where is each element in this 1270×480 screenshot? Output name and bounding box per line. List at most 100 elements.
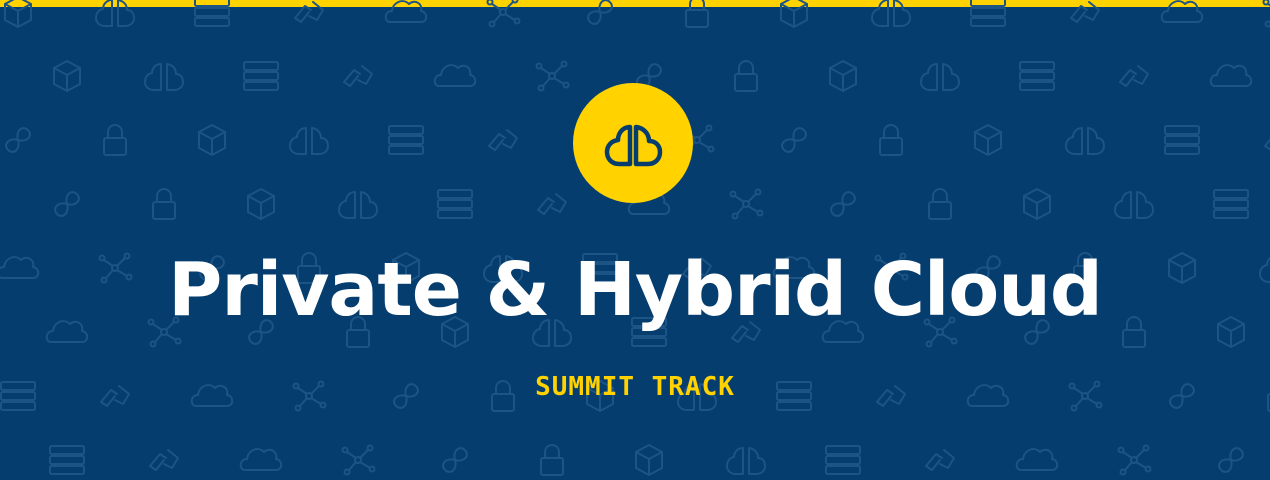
cloud-icon bbox=[1160, 0, 1204, 23]
infinity-icon bbox=[1024, 319, 1050, 345]
infinity-icon bbox=[5, 127, 31, 153]
split-cloud-icon bbox=[726, 447, 766, 475]
cloud-icon bbox=[772, 256, 816, 279]
broken-link-icon bbox=[149, 449, 179, 471]
cloud-icon bbox=[1015, 448, 1059, 471]
cube-icon bbox=[441, 316, 469, 348]
network-nodes-icon bbox=[923, 316, 958, 348]
broken-link-icon bbox=[294, 1, 324, 23]
cloud-icon bbox=[1209, 64, 1253, 87]
split-cloud-icon bbox=[920, 63, 960, 91]
broken-link-icon bbox=[1070, 1, 1100, 23]
server-stack-icon bbox=[0, 381, 36, 411]
broken-link-icon bbox=[1119, 65, 1149, 87]
infinity-icon bbox=[1218, 447, 1244, 473]
infinity-icon bbox=[587, 0, 613, 25]
lock-icon bbox=[928, 188, 952, 220]
cloud-icon bbox=[433, 64, 477, 87]
lock-icon bbox=[297, 252, 321, 284]
cube-icon bbox=[392, 252, 420, 284]
server-stack-icon bbox=[243, 61, 279, 91]
cloud-icon bbox=[966, 384, 1010, 407]
split-cloud-icon bbox=[95, 0, 135, 27]
network-nodes-icon bbox=[1262, 0, 1270, 28]
infinity-icon bbox=[442, 447, 468, 473]
network-nodes-icon bbox=[486, 0, 521, 28]
lock-icon bbox=[685, 0, 709, 28]
cube-icon bbox=[829, 60, 857, 92]
cloud-icon bbox=[821, 320, 865, 343]
server-stack-icon bbox=[776, 381, 812, 411]
infinity-icon bbox=[248, 319, 274, 345]
lock-icon bbox=[491, 380, 515, 412]
infinity-icon bbox=[781, 127, 807, 153]
cube-icon bbox=[635, 444, 663, 476]
split-cloud-icon bbox=[1114, 191, 1154, 219]
cube-icon bbox=[247, 188, 275, 220]
cloud-icon bbox=[190, 384, 234, 407]
split-cloud-icon bbox=[677, 383, 717, 411]
server-stack-icon bbox=[1213, 189, 1249, 219]
network-nodes-icon bbox=[1117, 444, 1152, 476]
cloud-icon bbox=[45, 320, 89, 343]
network-nodes-icon bbox=[729, 188, 764, 220]
lock-icon bbox=[103, 124, 127, 156]
lock-icon bbox=[346, 316, 370, 348]
infinity-icon bbox=[1169, 383, 1195, 409]
broken-link-icon bbox=[925, 449, 955, 471]
server-stack-icon bbox=[49, 445, 85, 475]
network-nodes-icon bbox=[874, 252, 909, 284]
lock-icon bbox=[1267, 393, 1270, 412]
logo-badge bbox=[573, 83, 693, 203]
cloud-icon bbox=[0, 256, 40, 279]
split-cloud-icon bbox=[1259, 256, 1270, 283]
broken-link-icon bbox=[682, 257, 712, 279]
server-stack-icon bbox=[970, 0, 1006, 27]
server-stack-icon bbox=[631, 317, 667, 347]
track-label: SUMMIT TRACK bbox=[535, 372, 735, 402]
split-cloud-icon bbox=[144, 63, 184, 91]
lock-icon bbox=[152, 188, 176, 220]
network-nodes-icon bbox=[341, 444, 376, 476]
broken-link-icon bbox=[731, 321, 761, 343]
cube-icon bbox=[1023, 188, 1051, 220]
split-cloud-icon bbox=[483, 255, 523, 283]
network-nodes-icon bbox=[292, 380, 327, 412]
cube-icon bbox=[198, 124, 226, 156]
server-stack-icon bbox=[388, 125, 424, 155]
network-nodes-icon bbox=[535, 60, 570, 92]
network-nodes-icon bbox=[1068, 380, 1103, 412]
lock-icon bbox=[540, 444, 564, 476]
broken-link-icon bbox=[100, 385, 130, 407]
lock-icon bbox=[879, 124, 903, 156]
infinity-icon bbox=[54, 191, 80, 217]
broken-link-icon bbox=[1264, 138, 1270, 151]
cube-icon bbox=[1217, 316, 1245, 348]
split-cloud-icon bbox=[532, 319, 572, 347]
cloud-icon bbox=[384, 0, 428, 23]
split-cloud-icon bbox=[604, 124, 663, 167]
split-cloud-icon bbox=[1065, 127, 1105, 155]
cube-icon bbox=[1168, 252, 1196, 284]
track-title: Private & Hybrid Cloud bbox=[168, 247, 1103, 333]
cloud-icon bbox=[239, 448, 283, 471]
split-cloud-icon bbox=[289, 127, 329, 155]
cube-icon bbox=[4, 0, 32, 28]
top-accent-stripe bbox=[0, 0, 1270, 7]
broken-link-icon bbox=[343, 65, 373, 87]
lock-icon bbox=[1122, 316, 1146, 348]
cube-icon bbox=[974, 124, 1002, 156]
server-stack-icon bbox=[1164, 125, 1200, 155]
split-cloud-icon bbox=[871, 0, 911, 27]
broken-link-icon bbox=[876, 385, 906, 407]
cube-icon bbox=[53, 60, 81, 92]
server-stack-icon bbox=[1019, 61, 1055, 91]
network-nodes-icon bbox=[98, 252, 133, 284]
infinity-icon bbox=[975, 255, 1001, 281]
broken-link-icon bbox=[488, 129, 518, 151]
network-nodes-icon bbox=[147, 316, 182, 348]
lock-icon bbox=[1073, 252, 1097, 284]
infinity-icon bbox=[830, 191, 856, 217]
